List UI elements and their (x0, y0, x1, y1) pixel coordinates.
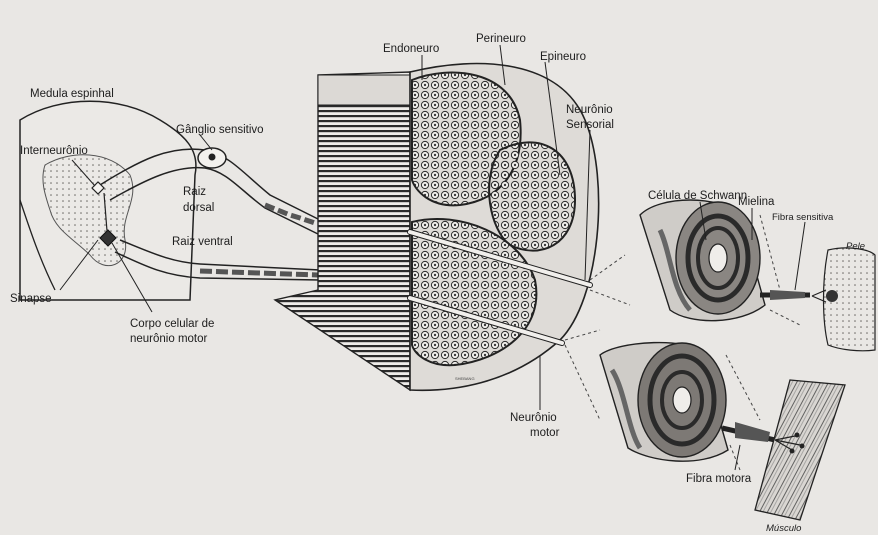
label-fibra-motora: Fibra motora (686, 473, 751, 486)
label-neuronio-motor-line1: Neurônio (510, 412, 557, 425)
label-interneuronio: Interneurônio (20, 145, 88, 158)
label-medula-espinhal: Medula espinhal (30, 88, 114, 101)
nerve-trunk (275, 72, 410, 390)
label-sinapse: Sinapse (10, 293, 52, 306)
label-fibra-sensitiva: Fibra sensitiva (772, 211, 833, 224)
label-musculo: Músculo (766, 522, 801, 535)
label-neuronio-sensorial-line2: Sensorial (566, 119, 614, 132)
label-raiz-dorsal-line2: dorsal (183, 202, 214, 215)
label-raiz-dorsal-line1: Raiz (183, 186, 206, 199)
label-neuronio-sensorial-line1: Neurônio (566, 104, 613, 117)
label-epineuro: Epineuro (540, 51, 586, 64)
label-raiz-ventral: Raiz ventral (172, 236, 233, 249)
label-mielina: Mielina (738, 196, 774, 209)
svg-text:SHEBANG: SHEBANG (455, 376, 475, 381)
label-corpo-celular-line2: neurônio motor (130, 333, 207, 346)
sensory-fiber-and-skin (760, 248, 875, 351)
label-perineuro: Perineuro (476, 33, 526, 46)
motor-fiber-and-muscle (722, 380, 845, 520)
label-ganglio-sensitivo: Gânglio sensitivo (176, 124, 264, 137)
label-pele: Pele (846, 240, 865, 253)
label-corpo-celular-line1: Corpo celular de (130, 318, 214, 331)
schwann-cell-motor (600, 343, 728, 462)
spinal-cord (20, 101, 196, 300)
label-neuronio-motor-line2: motor (530, 427, 559, 440)
label-endoneuro: Endoneuro (383, 43, 439, 56)
label-celula-de-schwann: Célula de Schwann (648, 190, 747, 203)
